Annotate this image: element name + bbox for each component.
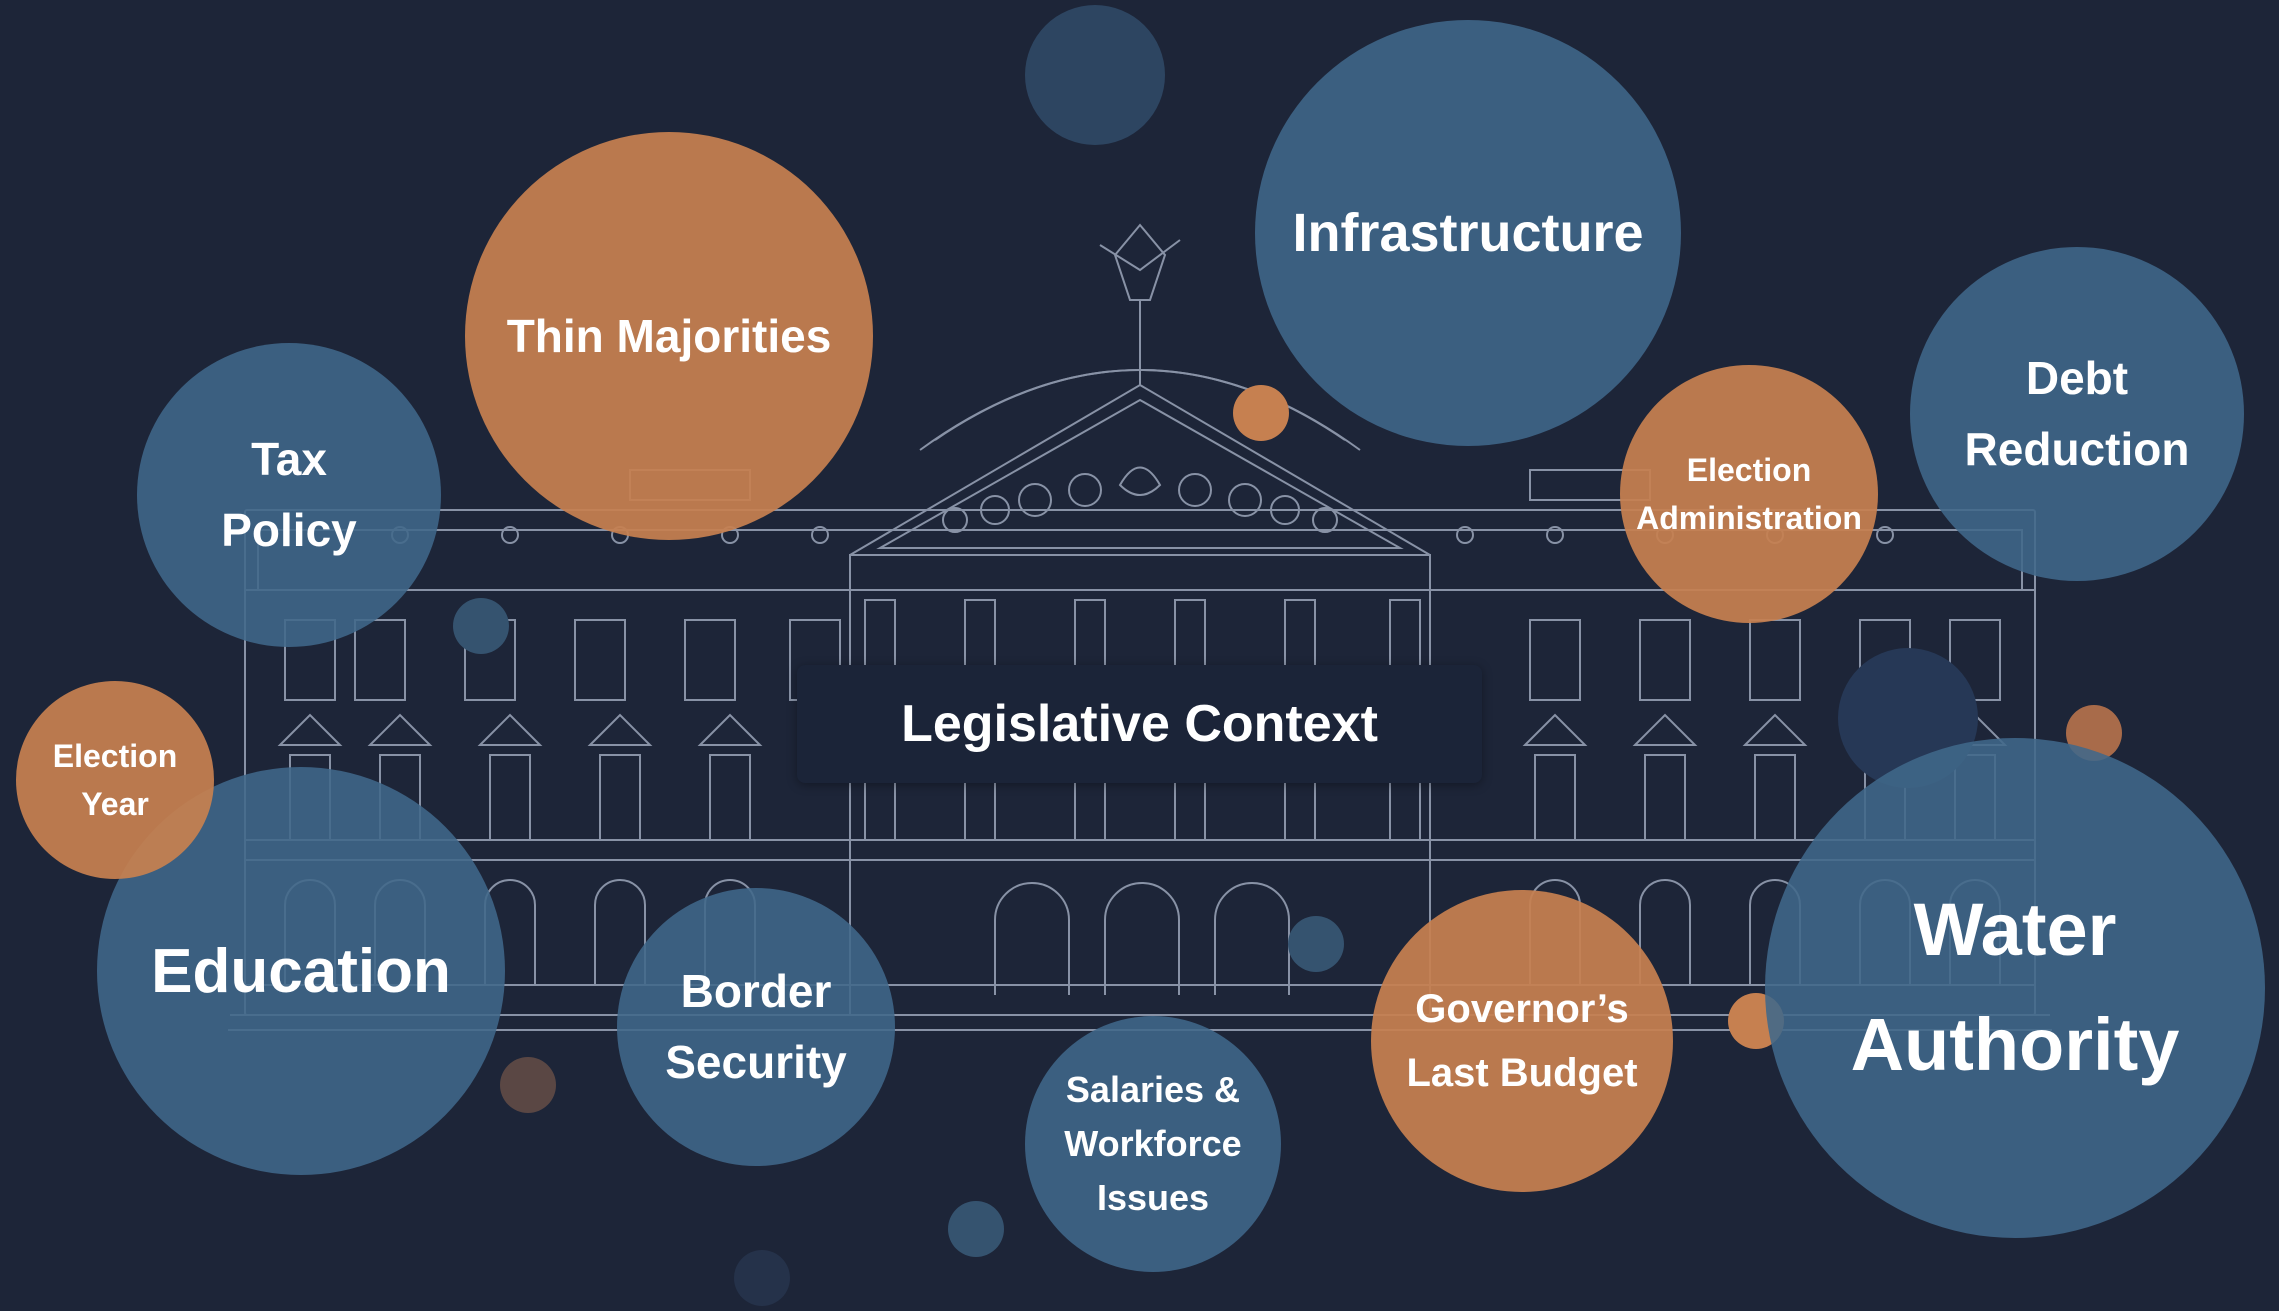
bubble-label: Tax Policy <box>221 432 357 556</box>
bubble-label: Border Security <box>665 964 847 1088</box>
bubble-label: Thin Majorities <box>506 310 832 362</box>
bubble-label: Election Year <box>52 738 178 822</box>
bubble-infrastructure: Infrastructure <box>1255 20 1681 446</box>
bubble-salaries-workforce: Salaries & Workforce Issues <box>1025 1016 1281 1272</box>
bubble-label: Election Administration <box>1636 452 1862 536</box>
center-label: Legislative Context <box>901 695 1378 753</box>
bubble-label: Governor’s Last Budget <box>1406 987 1638 1095</box>
decorative-dot <box>1288 916 1344 972</box>
bubble-label: Education <box>151 936 451 1006</box>
bubble-label: Salaries & Workforce Issues <box>1064 1069 1242 1218</box>
bubble-election-administration: Election Administration <box>1620 365 1878 623</box>
bubble-thin-majorities: Thin Majorities <box>465 132 873 540</box>
bubble-water-authority: Water Authority <box>1765 738 2265 1238</box>
bubble-label: Debt Reduction <box>1964 351 2190 475</box>
bubble-label: Infrastructure <box>1292 203 1644 263</box>
decorative-dot <box>734 1250 790 1306</box>
bubble-debt-reduction: Debt Reduction <box>1910 247 2244 581</box>
bubble-label: Water Authority <box>1850 888 2180 1086</box>
decorative-dot <box>453 598 509 654</box>
bubble-border-security: Border Security <box>617 888 895 1166</box>
bubble-election-year: Election Year <box>16 681 214 879</box>
decorative-dot <box>1233 385 1289 441</box>
decorative-dot <box>500 1057 556 1113</box>
bubble-tax-policy: Tax Policy <box>137 343 441 647</box>
decorative-dot <box>948 1201 1004 1257</box>
bubble-governors-last-budget: Governor’s Last Budget <box>1371 890 1673 1192</box>
decorative-dot <box>1025 5 1165 145</box>
center-node: Legislative Context <box>797 665 1482 783</box>
